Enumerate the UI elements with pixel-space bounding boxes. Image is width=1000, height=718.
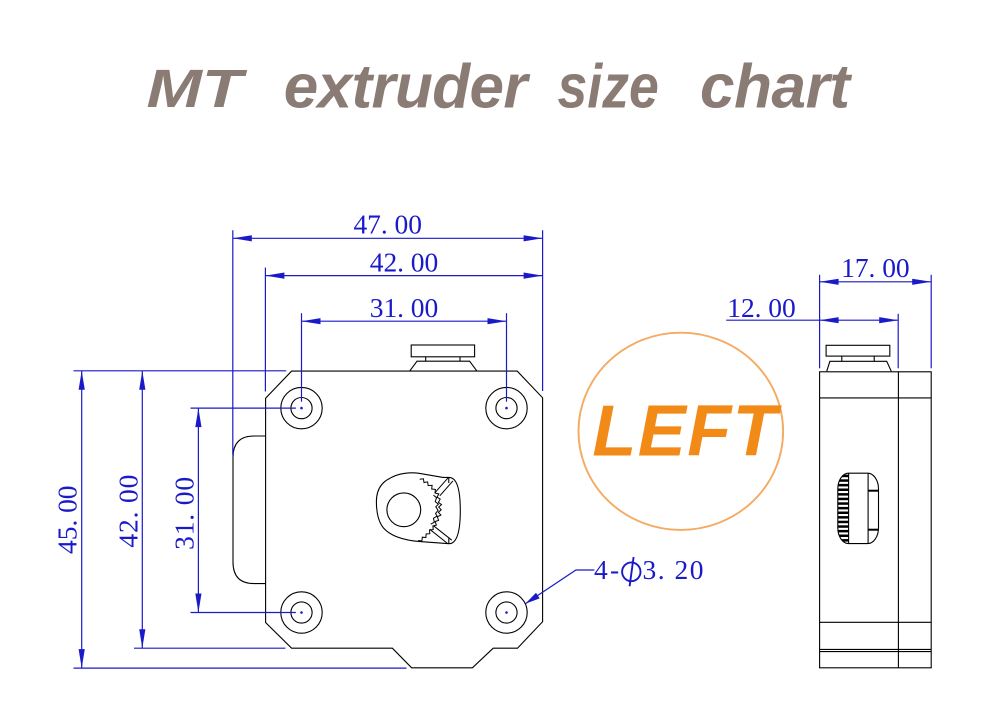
svg-text:17. 00: 17. 00 (841, 252, 910, 283)
svg-text:31. 00: 31. 00 (168, 477, 199, 550)
svg-text:MT: MT (147, 59, 248, 119)
svg-text:3. 20: 3. 20 (643, 554, 706, 585)
svg-text:4-: 4- (594, 554, 621, 585)
svg-text:chart: chart (700, 53, 852, 122)
svg-text:47. 00: 47. 00 (353, 209, 422, 240)
svg-text:45. 00: 45. 00 (52, 485, 83, 554)
svg-text:31. 00: 31. 00 (370, 292, 439, 323)
svg-text:12. 00: 12. 00 (727, 292, 796, 323)
svg-text:extruder: extruder (284, 53, 531, 122)
svg-text:42. 00: 42. 00 (112, 475, 143, 548)
svg-text:LEFT: LEFT (592, 392, 782, 472)
svg-text:size: size (558, 53, 659, 122)
svg-text:42. 00: 42. 00 (370, 246, 439, 277)
